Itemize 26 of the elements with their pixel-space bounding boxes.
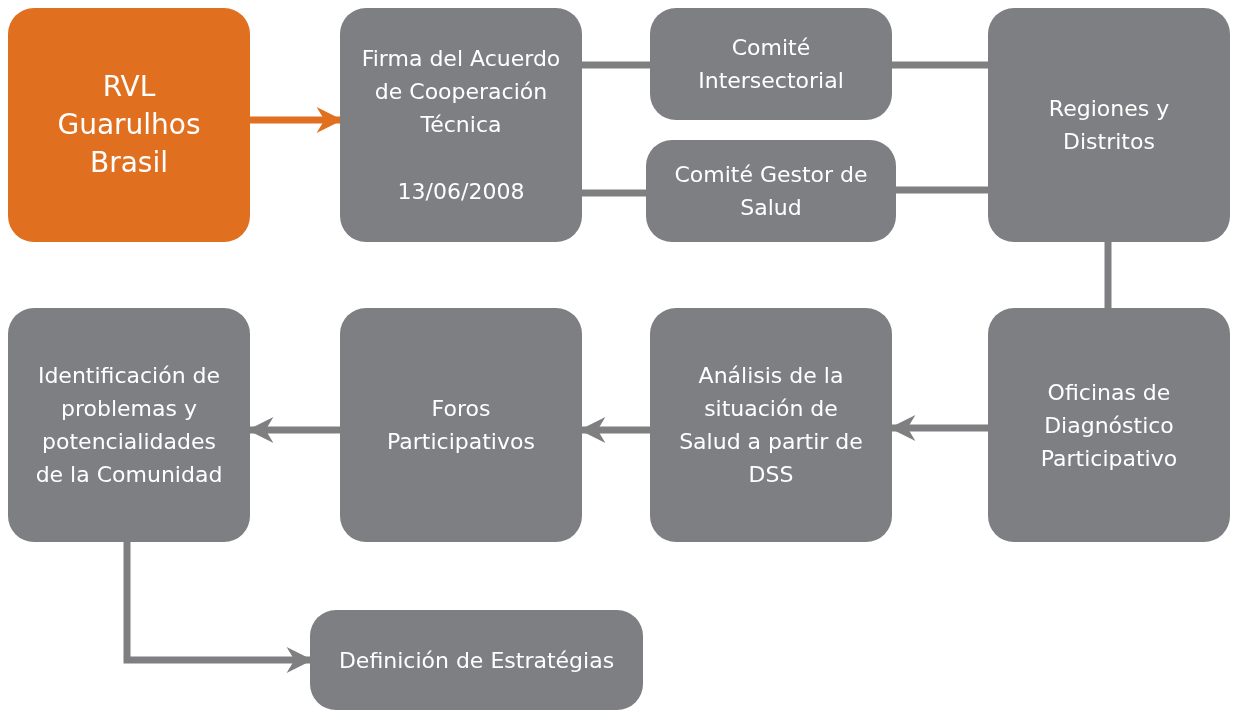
connector-line — [582, 61, 650, 69]
box-label: Comité Gestor de Salud — [673, 161, 869, 222]
process-box — [988, 308, 1230, 542]
process-box — [646, 140, 896, 242]
process-box — [988, 8, 1230, 242]
process-box — [8, 308, 250, 542]
box-label: Firma del Acuerdo de Cooperación Técnica — [360, 45, 562, 139]
box-label: Identificación de problemas y potencialidades de la Comunidad — [34, 362, 224, 489]
box-label: Foros Participativos — [386, 395, 536, 456]
process-box — [340, 308, 582, 542]
box-label: Definición de Estratégias — [338, 646, 615, 675]
process-box — [340, 8, 582, 242]
box-label: Oficinas de Diagnóstico Participativo — [1039, 378, 1179, 473]
box-label: RVL Guarulhos Brasil — [56, 69, 202, 181]
connector-line — [1104, 242, 1112, 308]
connector-line — [892, 61, 988, 69]
box-label: Regiones y Distritos — [1047, 95, 1171, 156]
connector-line — [896, 186, 988, 194]
start-box — [8, 8, 250, 242]
box-label: Análisis de la situación de Salud a partir de DSS — [678, 362, 864, 489]
process-box — [650, 308, 892, 542]
connector-line — [582, 189, 646, 197]
process-box — [310, 610, 643, 710]
box-label: Comité Intersectorial — [697, 34, 845, 95]
process-box — [650, 8, 892, 120]
date-label: 13/06/2008 — [397, 178, 525, 206]
